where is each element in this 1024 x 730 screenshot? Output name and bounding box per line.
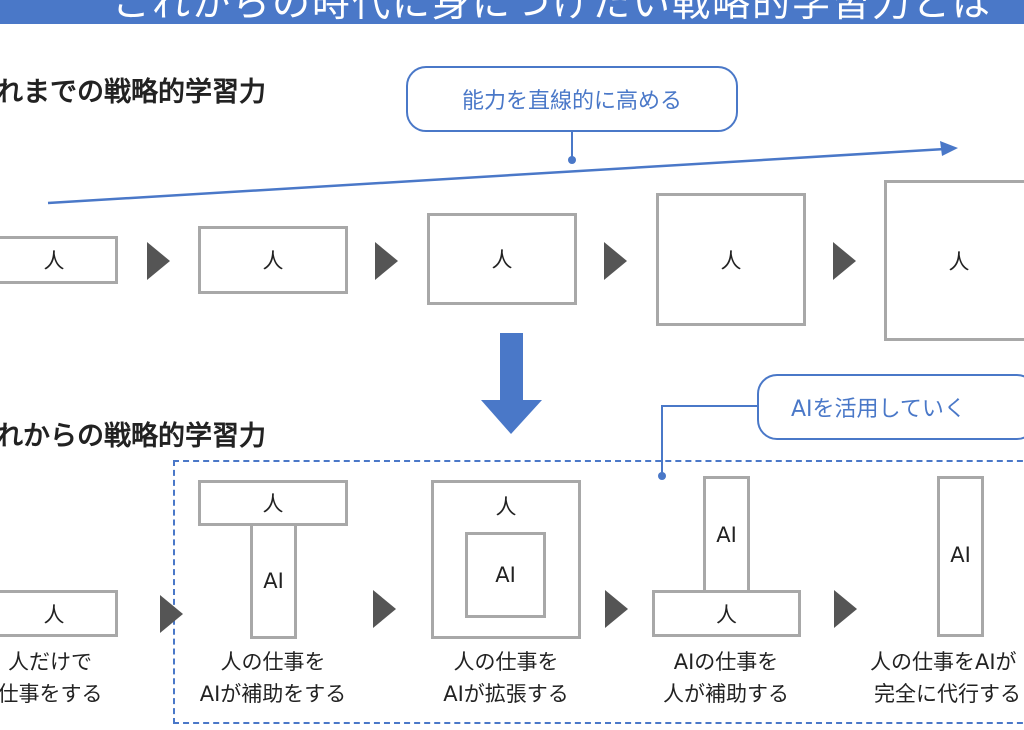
past-box-2: 人 — [198, 226, 348, 294]
caption-line: AIの仕事を — [673, 650, 779, 674]
caption-line: 人が補助する — [663, 682, 789, 706]
stage1-human-box: 人 — [0, 590, 118, 637]
arrow-right-icon — [373, 590, 396, 628]
stage3-caption: 人の仕事を AIが拡張する — [396, 646, 616, 710]
arrow-right-icon — [147, 242, 170, 280]
title-banner: これからの時代に身につけたい戦略的学習力とは — [0, 0, 1024, 24]
stage4-ai-box: AI — [703, 476, 750, 594]
stage2-human-box: 人 — [198, 480, 348, 526]
caption-line: 人だけで — [8, 650, 92, 674]
callout-dot — [568, 156, 576, 164]
arrow-right-icon — [833, 242, 856, 280]
caption-line: 人の仕事を — [453, 650, 559, 674]
caption-line: 人の仕事を — [220, 650, 326, 674]
arrow-right-icon — [604, 242, 627, 280]
arrow-right-icon — [605, 590, 628, 628]
stage5-ai-box: AI — [937, 476, 984, 637]
caption-line: 完全に代行する — [874, 682, 1021, 706]
stage5-caption: 人の仕事をAIが完全に代行する — [870, 646, 1024, 710]
stage4-caption: AIの仕事を人が補助する — [616, 646, 836, 710]
caption-line: AIが拡張する — [443, 682, 569, 706]
past-box-4: 人 — [656, 193, 806, 326]
past-heading: れまでの戦略的学習力 — [0, 77, 266, 108]
growth-arrowhead-icon — [940, 141, 958, 156]
caption-line: AIが補助をする — [199, 682, 347, 706]
banner-title: これからの時代に身につけたい戦略的学習力とは — [112, 0, 993, 24]
arrow-right-icon — [834, 590, 857, 628]
stage4-human-box: 人 — [652, 590, 801, 637]
down-arrow-icon — [481, 400, 542, 434]
past-box-1: 人 — [0, 236, 118, 284]
past-box-3: 人 — [427, 213, 577, 305]
ai-callout: AIを活用していく — [757, 374, 1024, 440]
arrow-right-icon — [160, 595, 183, 633]
stage2-ai-box: AI — [250, 522, 297, 639]
caption-line: 仕事をする — [0, 682, 103, 706]
caption-line: 人の仕事をAIが — [870, 650, 1017, 674]
down-arrow-shaft — [500, 333, 523, 401]
linear-growth-line — [47, 147, 946, 205]
ai-callout-dot — [658, 472, 666, 480]
future-heading: れからの戦略的学習力 — [0, 421, 266, 452]
stage3-ai-box: AI — [465, 532, 546, 618]
arrow-right-icon — [375, 242, 398, 280]
linear-callout: 能力を直線的に高める — [406, 66, 738, 132]
past-box-5: 人 — [884, 180, 1024, 341]
stage1-caption: 人だけで仕事をする — [0, 646, 160, 710]
stage2-caption: 人の仕事を AIが補助をする — [163, 646, 383, 710]
ai-stages-group — [173, 460, 1024, 724]
ai-callout-stem — [661, 405, 757, 476]
